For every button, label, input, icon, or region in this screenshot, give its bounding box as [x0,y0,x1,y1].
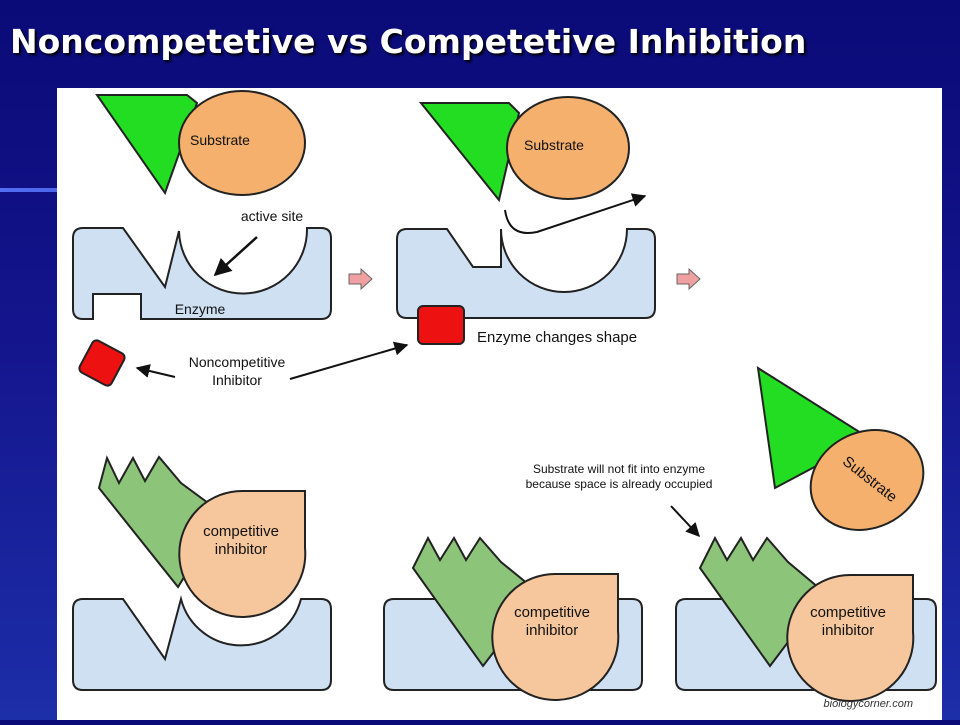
substrate-complex-1: Substrate [95,90,306,196]
enzyme-3 [72,595,332,691]
noncompetitive-inhibitor [78,339,126,387]
active-site-label: active site [241,208,303,224]
competitive-inhibitor-complex-3: competitive inhibitor [698,535,915,702]
diagram-svg: Substrate active site Enzyme Substrate E… [72,90,937,710]
slide-title: Noncompetetive vs Competetive Inhibition [10,22,807,61]
rejected-substrate: Substrate [756,366,925,531]
rejection-note-line2: because space is already occupied [526,477,713,491]
substrate-label-1: Substrate [190,132,250,148]
bound-noncompetitive-inhibitor [417,305,465,345]
step-arrow-2 [676,267,701,291]
step-arrow-1 [348,267,373,291]
noncompetitive-label-line1: Noncompetitive [189,354,286,370]
noncompetitive-label-line2: Inhibitor [212,372,262,388]
enzyme-2-changed [396,228,656,319]
competitive-inhibitor-complex-1: competitive inhibitor [97,455,307,618]
substrate-complex-2: Substrate [418,96,630,203]
substrate-label-2: Substrate [524,137,584,153]
rejection-arrow [504,193,647,234]
competitive-inhibitor-label-2b: inhibitor [526,622,579,639]
inhibitor-pointer-right [289,341,409,380]
rejection-note-pointer [670,505,700,538]
source-credit: biologycorner.com [824,698,913,710]
competitive-inhibitor-label-3b: inhibitor [822,622,875,639]
competitive-inhibitor-complex-2: competitive inhibitor [411,535,620,701]
competitive-inhibitor-label-2a: competitive [514,604,590,621]
enzyme-1 [72,227,332,320]
competitive-inhibitor-label-1b: inhibitor [215,541,268,558]
competitive-inhibitor-label-3a: competitive [810,604,886,621]
inhibitor-pointer-left [135,364,176,378]
rejection-note-line1: Substrate will not fit into enzyme [533,462,705,476]
inhibition-diagram: Substrate active site Enzyme Substrate E… [57,88,942,720]
enzyme-label: Enzyme [175,301,226,317]
competitive-inhibitor-label-1a: competitive [203,523,279,540]
active-site-pointer [213,236,258,277]
enzyme-changes-label: Enzyme changes shape [477,329,637,346]
